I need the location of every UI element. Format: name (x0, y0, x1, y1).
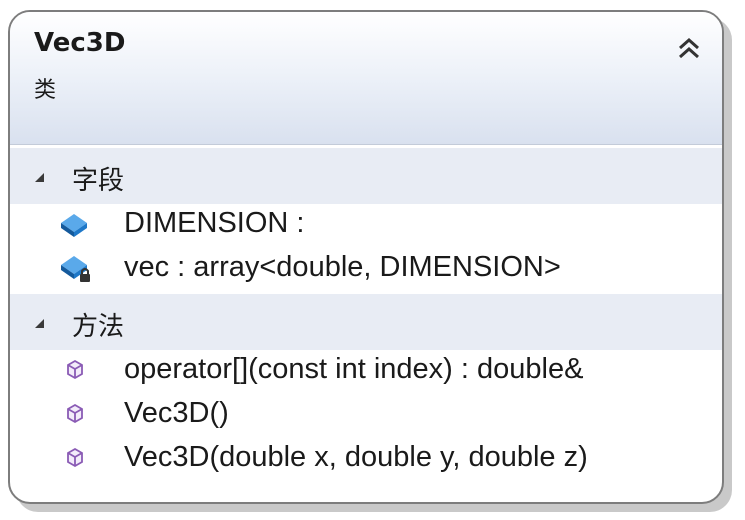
method-icon (67, 447, 83, 468)
member-text: DIMENSION : (124, 207, 305, 239)
member-text: vec : array<double, DIMENSION> (124, 251, 561, 283)
member-text: operator[](const int index) : double& (124, 353, 584, 385)
member-text: Vec3D(double x, double y, double z) (124, 441, 588, 473)
collapse-button[interactable] (674, 34, 704, 64)
field-icon (61, 214, 87, 237)
field-row[interactable]: DIMENSION : (10, 202, 722, 246)
method-row[interactable]: Vec3D() (10, 392, 722, 436)
class-kind-label: 类 (34, 78, 57, 103)
private-field-icon (61, 256, 90, 282)
field-row[interactable]: vec : array<double, DIMENSION> (10, 246, 722, 290)
member-text: Vec3D() (124, 397, 229, 429)
section-label-fields: 字段 (72, 166, 125, 196)
section-header-fields[interactable]: 字段 (10, 148, 722, 204)
section-label-methods: 方法 (72, 312, 125, 342)
section-header-methods[interactable]: 方法 (10, 294, 722, 350)
method-icon (67, 403, 83, 424)
collapse-triangle-icon (35, 173, 44, 182)
method-row[interactable]: operator[](const int index) : double& (10, 348, 722, 392)
method-row[interactable]: Vec3D(double x, double y, double z) (10, 436, 722, 480)
double-chevron-up-icon (679, 37, 699, 59)
method-icon (67, 359, 83, 380)
collapse-triangle-icon (35, 319, 44, 328)
class-name: Vec3D (34, 28, 126, 58)
class-header: Vec3D 类 (10, 12, 722, 145)
class-shape[interactable]: Vec3D 类 字段 DIMENSION : ve (8, 10, 724, 504)
